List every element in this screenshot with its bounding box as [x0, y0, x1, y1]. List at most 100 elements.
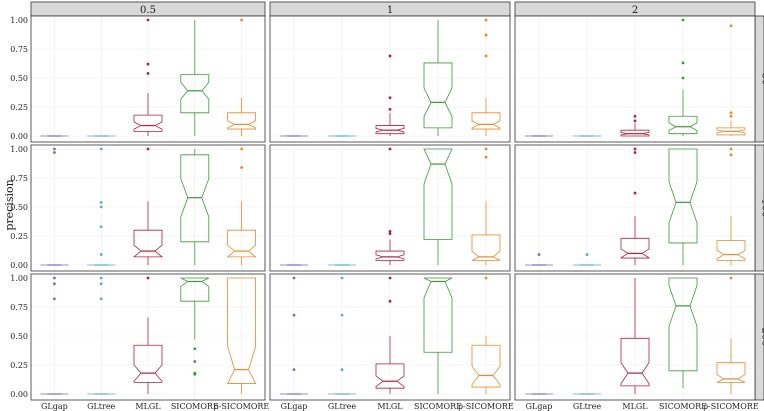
x-tick-label-2-0: GLgap: [526, 402, 553, 411]
outlier-2-0-1-1: [99, 282, 103, 286]
box-0-1-3: [423, 62, 453, 129]
outlier-0-2-3-2: [681, 18, 685, 22]
box-2-1-2: [375, 363, 405, 389]
outlier-0-2-2-0: [633, 119, 637, 123]
x-tick-label-0-4: ρ-SICOMORE: [214, 402, 270, 411]
outlier-2-1-0-2: [292, 276, 296, 280]
y-tick-label-2-2: 0.50: [10, 332, 28, 341]
outlier-1-2-2-0: [633, 191, 637, 195]
y-tick-label-0-3: 0.75: [10, 45, 28, 54]
outlier-1-0-0-0: [53, 151, 56, 154]
x-tick-label-0-0: GLgap: [41, 402, 68, 411]
outlier-0-2-4-0: [729, 114, 733, 118]
y-tick-label-0-4: 1.00: [10, 16, 28, 25]
box-1-0-4: [226, 229, 257, 258]
outlier-0-0-4-0: [240, 18, 244, 22]
outlier-1-0-4-0: [240, 166, 244, 169]
outlier-0-1-2-1: [388, 96, 392, 100]
outlier-0-2-3-1: [681, 61, 685, 65]
outlier-2-0-0-1: [53, 282, 56, 286]
box-1-2-4: [716, 240, 746, 261]
outlier-1-0-1-4: [99, 147, 103, 151]
outlier-2-1-4-0: [484, 276, 488, 280]
outlier-2-0-3-2: [193, 360, 197, 363]
y-tick-label-2-0: 0.00: [10, 390, 28, 399]
outlier-2-1-1-1: [340, 313, 344, 317]
outlier-0-1-2-2: [388, 54, 392, 58]
box-2-2-4: [716, 362, 746, 383]
x-tick-label-2-2: MLGL: [622, 402, 648, 411]
y-tick-label-1-2: 0.50: [10, 203, 28, 212]
outlier-2-0-2-0: [146, 276, 150, 280]
y-tick-label-1-1: 0.25: [10, 232, 28, 241]
outlier-1-0-4-1: [240, 147, 244, 151]
outlier-2-0-0-2: [53, 276, 56, 280]
box-1-0-3: [180, 154, 210, 243]
outlier-2-1-0-1: [292, 313, 296, 317]
x-tick-label-1-4: ρ-SICOMORE: [458, 402, 514, 411]
y-tick-label-2-4: 1.00: [10, 274, 28, 283]
box-1-1-3: [423, 148, 453, 240]
row-strip-label-2: 200: [760, 327, 764, 346]
outlier-1-1-2-0: [388, 232, 392, 236]
x-tick-label-2-4: ρ-SICOMORE: [703, 402, 759, 411]
y-tick-label-1-4: 1.00: [10, 145, 28, 154]
outlier-1-1-4-1: [484, 147, 488, 151]
outlier-1-0-1-2: [99, 205, 103, 209]
outlier-1-2-0-0: [537, 253, 541, 256]
outlier-0-1-4-2: [484, 18, 488, 22]
outlier-1-2-4-0: [729, 153, 733, 157]
box-1-1-4: [471, 234, 501, 261]
y-axis-title: precision: [3, 179, 16, 230]
col-strip-label-1: 1: [387, 5, 393, 16]
box-2-2-2: [620, 337, 650, 387]
box-0-0-4: [227, 112, 256, 130]
x-tick-label-2-3: SICOMORE: [659, 402, 707, 411]
outlier-1-1-4-0: [484, 155, 488, 159]
row-strip-label-0: 50: [760, 73, 764, 86]
outlier-1-0-2-0: [146, 147, 150, 151]
box-2-0-4: [226, 277, 257, 384]
col-strip-label-0: 0.5: [140, 5, 156, 16]
box-1-2-2: [620, 237, 650, 259]
outlier-2-1-1-2: [340, 276, 344, 280]
outlier-2-0-1-0: [99, 297, 103, 301]
y-tick-label-0-1: 0.25: [10, 103, 28, 112]
box-0-1-4: [471, 112, 501, 130]
y-tick-label-0-0: 0.00: [10, 132, 28, 141]
outlier-2-0-3-3: [193, 347, 197, 351]
box-0-2-3: [668, 115, 698, 135]
row-strip-label-1: 100: [760, 198, 764, 217]
box-0-2-2: [620, 129, 650, 137]
x-tick-label-0-3: SICOMORE: [171, 402, 219, 411]
outlier-1-0-0-1: [53, 147, 56, 151]
box-0-2-4: [716, 127, 746, 136]
outlier-1-1-2-2: [388, 147, 392, 151]
outlier-0-1-4-0: [484, 54, 488, 58]
box-1-0-2: [132, 229, 164, 258]
box-2-0-2: [133, 344, 163, 383]
box-1-2-3: [668, 148, 698, 244]
y-tick-label-1-3: 0.75: [10, 174, 28, 183]
box-0-0-2: [133, 114, 163, 132]
outlier-0-2-2-1: [633, 114, 637, 118]
outlier-1-0-1-3: [99, 200, 103, 204]
outlier-0-2-3-0: [681, 76, 685, 80]
outlier-2-0-0-0: [53, 297, 56, 301]
outlier-2-1-1-0: [340, 368, 344, 372]
outlier-1-0-1-1: [99, 225, 103, 229]
x-tick-label-1-2: MLGL: [377, 402, 403, 411]
x-tick-label-0-2: MLGL: [135, 402, 161, 411]
outlier-0-0-2-0: [146, 71, 150, 75]
outlier-2-0-3-1: [193, 371, 197, 375]
outlier-0-2-4-2: [729, 24, 733, 28]
x-tick-label-1-1: GLtree: [328, 402, 356, 411]
x-tick-label-1-0: GLgap: [281, 402, 308, 411]
box-2-1-3: [423, 277, 453, 353]
x-tick-label-1-3: SICOMORE: [414, 402, 462, 411]
box-2-1-4: [471, 344, 501, 388]
outlier-2-1-2-1: [388, 276, 392, 280]
box-2-2-3: [668, 277, 698, 372]
outlier-2-1-0-0: [292, 368, 296, 372]
